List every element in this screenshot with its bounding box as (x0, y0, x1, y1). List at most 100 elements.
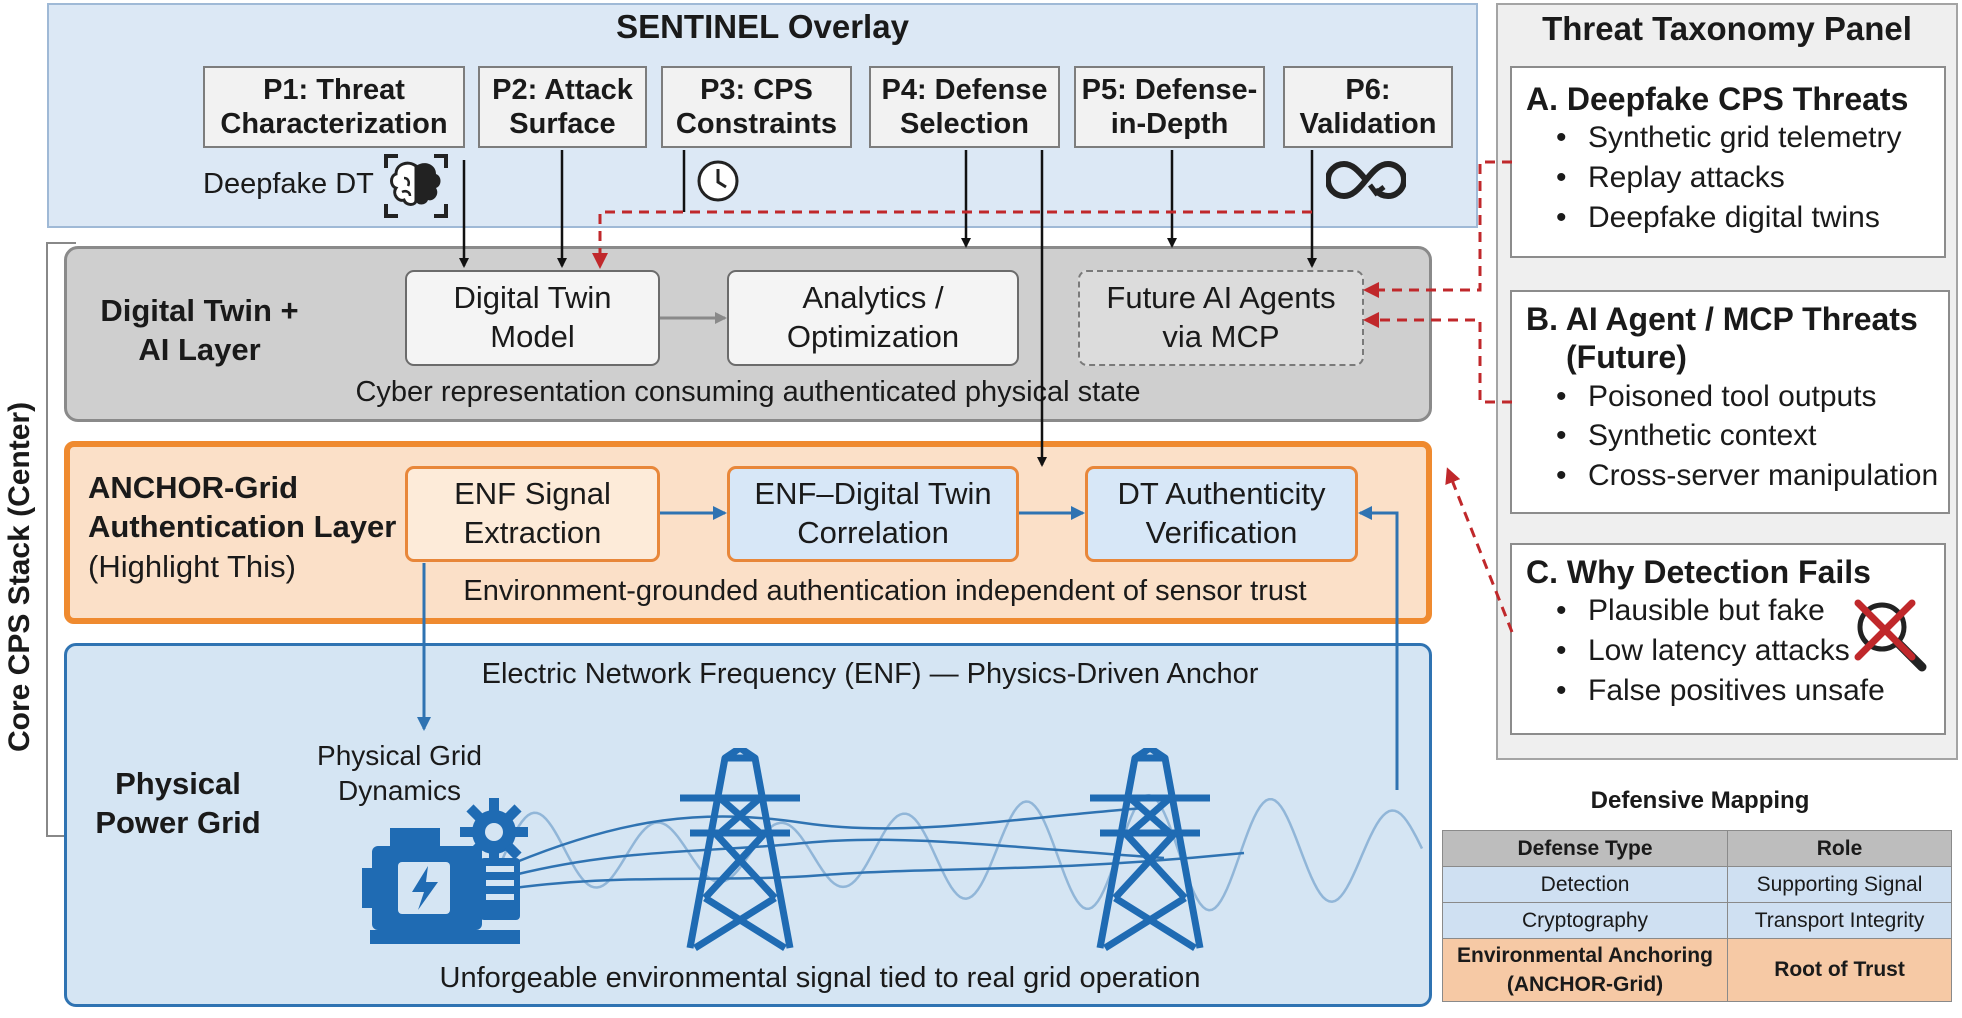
dt-layer-name-line2: AI Layer (138, 332, 261, 367)
row-role: Root of Trust (1727, 938, 1952, 1002)
principle-p6-line2: Validation (1299, 108, 1437, 140)
section-c-list: Plausible but fake Low latency attacks F… (1526, 591, 1944, 710)
analytics-line1: Analytics / (802, 280, 944, 316)
dt-authenticity-line1: DT Authenticity (1117, 476, 1326, 512)
section-c-item: False positives unsafe (1526, 671, 1944, 711)
section-b-item: Synthetic context (1526, 416, 1948, 456)
section-a-item: Deepfake digital twins (1526, 198, 1944, 238)
core-stack-label: Core CPS Stack (Center) (3, 402, 37, 752)
power-line-upper (513, 806, 1145, 865)
section-a-title: A. Deepfake CPS Threats (1526, 81, 1909, 117)
principle-p1-line2: Characterization (220, 108, 448, 140)
dt-layer-name: Digital Twin + AI Layer (82, 290, 317, 370)
enf-waveform-graphic (442, 793, 1424, 912)
principle-p5-line2: in-Depth (1110, 108, 1229, 140)
anchor-layer-name-line2: Authentication Layer (88, 509, 397, 545)
grid-dynamics-line2: Dynamics (338, 774, 461, 806)
transmission-tower-icon (680, 748, 800, 951)
dt-authenticity-verification-box: DT Authenticity Verification (1085, 466, 1358, 562)
power-line-lower (513, 851, 1245, 890)
section-c-item: Low latency attacks (1526, 631, 1944, 671)
taxonomy-title: Threat Taxonomy Panel (1542, 10, 1912, 47)
row-role: Transport Integrity (1727, 902, 1952, 939)
gear-icon (460, 798, 528, 866)
future-ai-agents-box: Future AI Agents via MCP (1078, 270, 1364, 366)
section-c-item: Plausible but fake (1526, 591, 1944, 631)
principle-p1-box: P1: Threat Characterization (203, 66, 465, 148)
generator-icon (362, 828, 520, 944)
header-role: Role (1727, 830, 1952, 867)
table-row: Cryptography Transport Integrity (1441, 902, 1952, 939)
analytics-line2: Optimization (786, 319, 960, 354)
digital-twin-model-box: Digital Twin Model (405, 270, 660, 366)
principle-p4-line2: Selection (900, 108, 1029, 140)
section-b-list: Poisoned tool outputs Synthetic context … (1526, 377, 1948, 496)
taxonomy-section-c: C. Why Detection Fails Plausible but fak… (1510, 543, 1946, 735)
sentinel-title: SENTINEL Overlay (616, 8, 909, 45)
enf-correlation-line2: Correlation (797, 515, 949, 550)
magnifier-crossed-icon (1854, 599, 1927, 672)
taxonomy-section-b: B. AI Agent / MCP Threats (Future) Poiso… (1510, 290, 1950, 514)
grid-dynamics-label: Physical Grid Dynamics (302, 736, 497, 811)
anchor-layer-caption: Environment-grounded authentication inde… (463, 575, 1307, 607)
row-type: Environmental Anchoring (ANCHOR-Grid) (1441, 938, 1729, 1002)
section-b-title-line2: (Future) (1566, 339, 1687, 376)
physical-layer-name-line2: Power Grid (95, 805, 261, 840)
section-b-title-line1: B. AI Agent / MCP Threats (1526, 301, 1918, 337)
core-stack-label-text: Core CPS Stack (Center) (3, 401, 36, 752)
enf-extraction-line1: ENF Signal (454, 476, 611, 512)
principle-p6-box: P6: Validation (1283, 66, 1453, 148)
section-b-item: Poisoned tool outputs (1526, 377, 1948, 417)
enf-extraction-line2: Extraction (463, 515, 602, 550)
digital-twin-model-line1: Digital Twin (453, 280, 612, 316)
principle-p4-box: P4: Defense Selection (869, 66, 1060, 148)
physical-layer-name-line1: Physical (115, 765, 241, 801)
section-b-item: Cross-server manipulation (1526, 456, 1948, 496)
analytics-optimization-box: Analytics / Optimization (727, 270, 1019, 366)
clock-icon (697, 160, 739, 202)
principle-p3-line2: Constraints (675, 108, 838, 140)
section-a-list: Synthetic grid telemetry Replay attacks … (1526, 118, 1944, 237)
dt-layer-caption: Cyber representation consuming authentic… (355, 376, 1141, 408)
principle-p3-line1: P3: CPS (700, 73, 813, 106)
table-row: Detection Supporting Signal (1441, 866, 1952, 903)
table-header-row: Defense Type Role (1441, 830, 1952, 867)
principle-p5-box: P5: Defense- in-Depth (1074, 66, 1265, 148)
principle-p2-line2: Surface (509, 108, 616, 140)
principle-p6-line1: P6: (1345, 73, 1391, 106)
principle-p2-box: P2: Attack Surface (478, 66, 647, 148)
taxonomy-section-a: A. Deepfake CPS Threats Synthetic grid t… (1510, 66, 1946, 258)
enf-correlation-line1: ENF–Digital Twin (754, 476, 992, 512)
table-row: Environmental Anchoring (ANCHOR-Grid) Ro… (1441, 938, 1952, 1002)
brain-scan-icon (384, 154, 448, 218)
loop-icon (1326, 160, 1406, 200)
principle-p5-line1: P5: Defense- (1081, 73, 1258, 106)
enf-dt-correlation-box: ENF–Digital Twin Correlation (727, 466, 1019, 562)
row-type-line2: (ANCHOR-Grid) (1506, 973, 1664, 996)
dt-layer-name-line1: Digital Twin + (100, 292, 299, 328)
anchor-layer-name-line3: (Highlight This) (88, 548, 296, 584)
anchor-layer-name-line1: ANCHOR-Grid (88, 470, 299, 505)
power-line-middle (513, 838, 1165, 877)
defensive-mapping-title: Defensive Mapping (1590, 787, 1810, 814)
physical-layer-caption: Unforgeable environmental signal tied to… (439, 962, 1201, 994)
row-type-line1: Environmental Anchoring (1457, 943, 1713, 967)
principle-p3-box: P3: CPS Constraints (661, 66, 852, 148)
anchor-layer-name: ANCHOR-Grid Authentication Layer (Highli… (88, 468, 418, 586)
dt-authenticity-line2: Verification (1145, 515, 1298, 550)
transmission-tower-icon-2 (1090, 748, 1210, 951)
principle-p1-line1: P1: Threat (263, 73, 405, 106)
row-type: Cryptography (1441, 902, 1729, 939)
principle-p2-line1: P2: Attack (492, 73, 633, 106)
header-defense-type: Defense Type (1441, 830, 1729, 867)
grid-dynamics-line1: Physical Grid (317, 740, 482, 772)
section-c-title: C. Why Detection Fails (1526, 554, 1871, 590)
section-a-item: Synthetic grid telemetry (1526, 118, 1944, 158)
core-stack-bracket (46, 242, 76, 837)
deepfake-dt-label: Deepfake DT (203, 168, 374, 200)
future-ai-agents-line2: via MCP (1162, 319, 1280, 354)
future-ai-agents-line1: Future AI Agents (1106, 280, 1336, 316)
section-a-item: Replay attacks (1526, 158, 1944, 198)
row-role: Supporting Signal (1727, 866, 1952, 903)
physical-layer-name: Physical Power Grid (88, 762, 268, 844)
